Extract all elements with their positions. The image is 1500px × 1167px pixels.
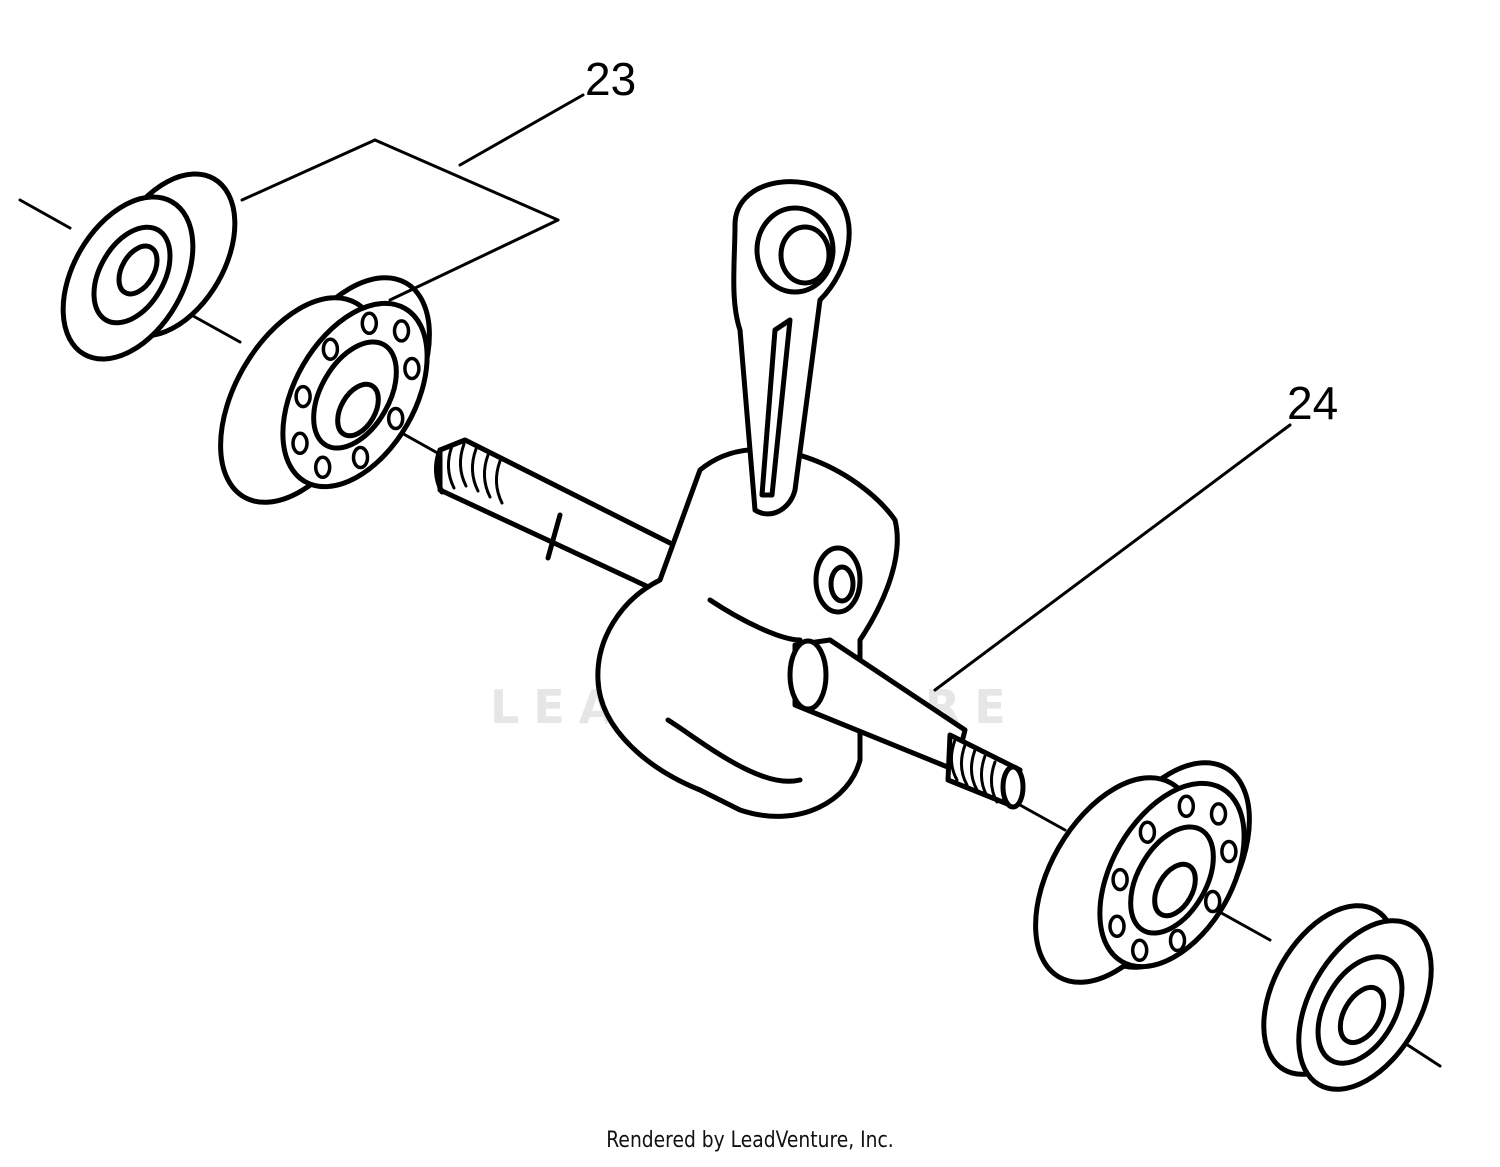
bearing-ball xyxy=(1111,867,1129,892)
bearing-ball xyxy=(392,319,411,343)
bearing-ball xyxy=(1203,889,1222,914)
bearing-ball xyxy=(291,431,309,456)
callout-23-leader xyxy=(240,93,585,302)
bearing-ball xyxy=(351,445,370,470)
bearing-ball xyxy=(321,337,340,361)
bearing-ball xyxy=(1168,928,1187,953)
bearing-ball xyxy=(313,455,332,480)
oil-seal-left xyxy=(60,171,238,362)
callout-label-24: 24 xyxy=(1287,377,1339,429)
callout-24-leader xyxy=(933,423,1292,692)
bearing-ball xyxy=(294,384,312,409)
bearing-ball xyxy=(1220,839,1238,864)
bearing-ball xyxy=(1209,802,1228,826)
oil-seal-right xyxy=(1261,903,1434,1092)
ball-bearing-left xyxy=(218,275,432,505)
ball-bearing-right xyxy=(1033,760,1252,985)
bearing-ball xyxy=(360,311,379,336)
footer-credit: Rendered by LeadVenture, Inc. xyxy=(606,1128,894,1153)
bearing-ball xyxy=(403,356,421,381)
crankshaft xyxy=(434,179,1026,819)
bearing-ball xyxy=(1108,914,1126,939)
bearing-ball xyxy=(386,406,405,431)
bearing-ball xyxy=(1130,938,1149,963)
bearing-ball xyxy=(1177,794,1196,819)
bearing-ball xyxy=(1138,820,1157,844)
callout-label-23: 23 xyxy=(585,53,637,105)
